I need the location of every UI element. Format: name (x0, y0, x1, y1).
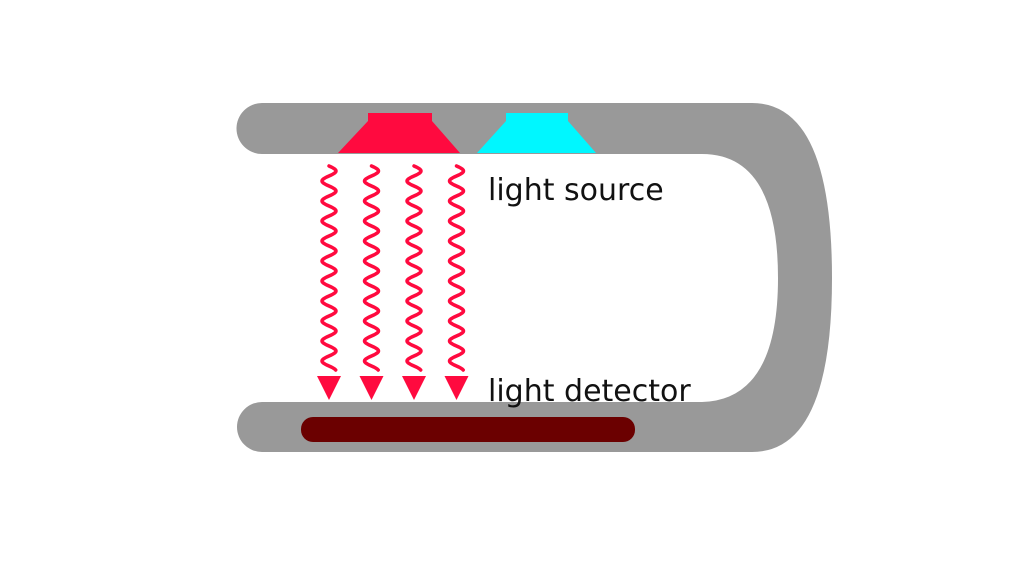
arrow-head (444, 376, 469, 400)
light-wave (447, 164, 466, 372)
wavy-down-arrow-icon (359, 164, 384, 400)
light-source-emitter (338, 113, 460, 153)
light-wave (320, 164, 338, 372)
light-detector-bar (301, 417, 635, 442)
light-wave (405, 164, 423, 372)
light-wave (362, 164, 381, 372)
cyan-emitter (477, 113, 596, 153)
arrow-head (402, 376, 426, 400)
arrow-head (317, 376, 341, 400)
wavy-down-arrow-icon (317, 164, 341, 400)
wavy-down-arrow-icon (402, 164, 426, 400)
wavy-down-arrow-icon (444, 164, 469, 400)
arrow-head (359, 376, 384, 400)
light-source-label: light source (488, 173, 664, 208)
light-rays (317, 164, 469, 400)
light-detector-label: light detector (488, 374, 691, 409)
sensor-housing (236, 103, 833, 452)
